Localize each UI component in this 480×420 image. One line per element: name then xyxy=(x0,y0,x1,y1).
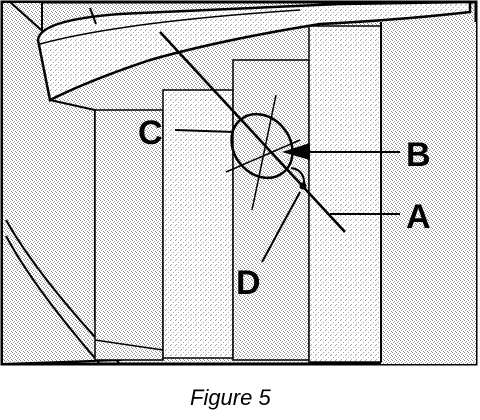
hood-band-edge xyxy=(89,7,97,25)
left-trim-curve-inner xyxy=(5,235,101,365)
callout-label-b: B xyxy=(406,136,431,174)
lamp-column-5 xyxy=(381,22,476,364)
corner-line xyxy=(9,1,49,37)
column-bottom-step xyxy=(94,339,164,351)
callout-label-c: C xyxy=(138,114,163,152)
cross-line-vertical xyxy=(251,94,277,211)
aim-line xyxy=(159,31,346,233)
leader-c xyxy=(174,129,235,133)
lamp-column-4 xyxy=(308,25,382,363)
arc-d xyxy=(290,167,306,189)
lamp-column-1 xyxy=(94,109,164,361)
hood-band xyxy=(36,0,472,102)
arrow-b-head xyxy=(282,143,310,160)
hood-band-inner-line xyxy=(39,9,301,45)
leader-d xyxy=(261,191,301,263)
point-a-dot xyxy=(299,182,307,190)
lamp-column-3 xyxy=(232,59,310,361)
callout-label-d: D xyxy=(236,264,261,302)
callout-label-a: A xyxy=(406,198,431,236)
cross-line-horizontal xyxy=(225,139,301,173)
figure-caption: Figure 5 xyxy=(190,385,271,410)
focus-ellipse-c xyxy=(230,112,294,180)
